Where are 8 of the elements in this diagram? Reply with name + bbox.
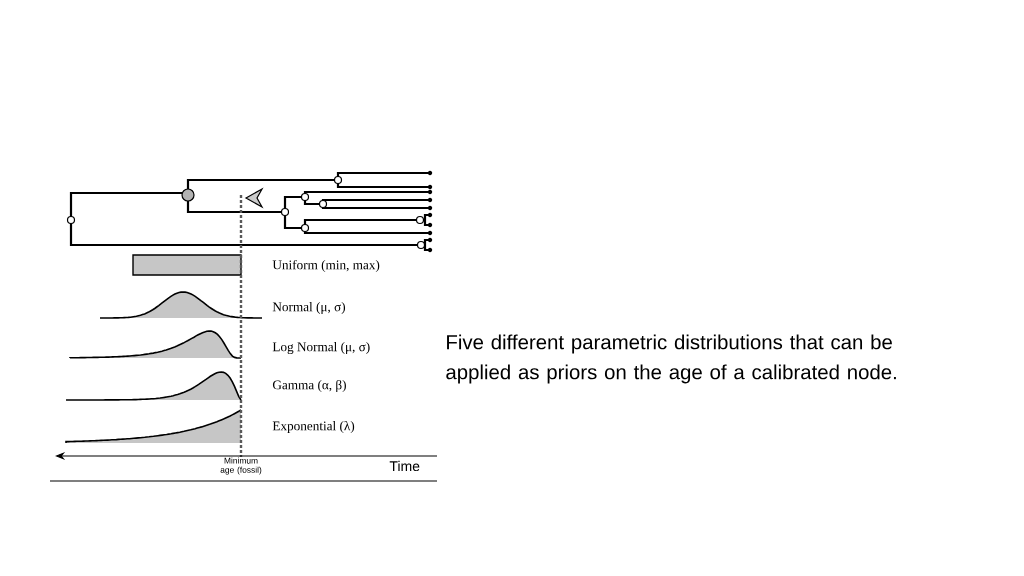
distribution-label: Log Normal (μ, σ) [272,342,370,354]
axis-title: Time [389,460,420,472]
distribution-label: Exponential (λ) [272,420,355,434]
caption: Five different parametric distributions that can be applied as priors on the age of a calibrated node. [446,334,896,384]
axis-label: Minimum age (fossil) [220,457,262,475]
distribution-label: Gamma (α, β) [272,379,346,393]
distribution-label: Uniform (min, max) [272,259,380,273]
distribution-label: Normal (μ, σ) [272,302,346,314]
